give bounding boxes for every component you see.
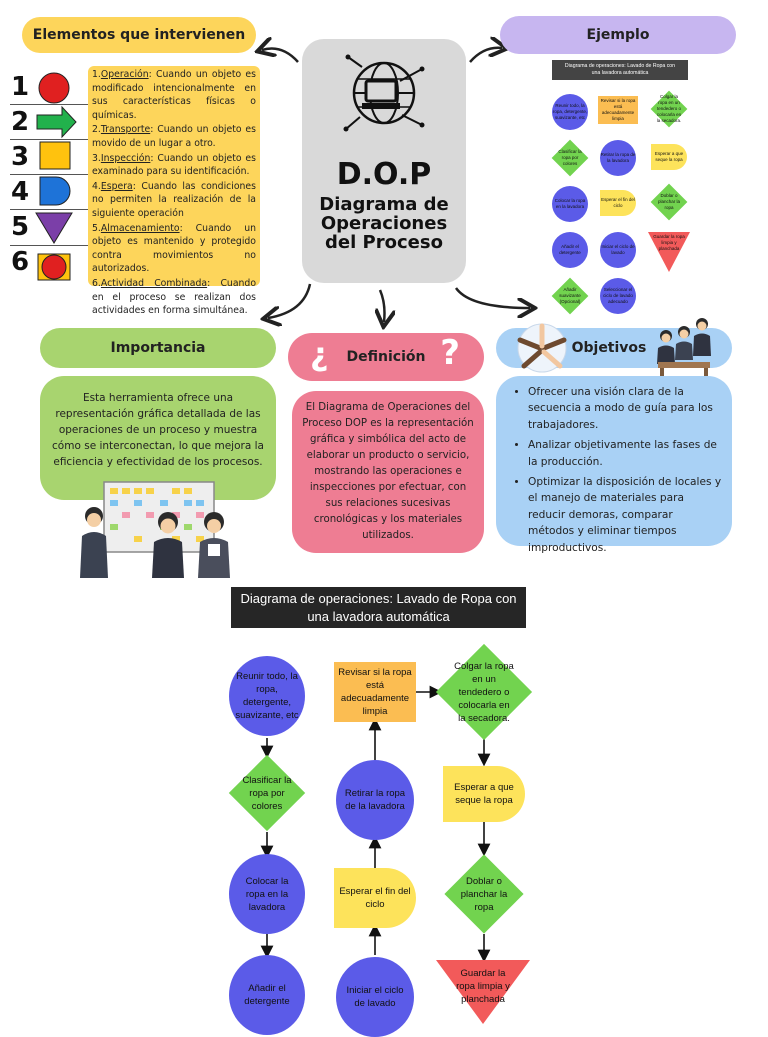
- mini-node-extra2: Seleccionar el ciclo de lavado adecuado: [600, 278, 636, 314]
- mini-node-7: Retirar la ropa de la lavadora: [600, 140, 636, 176]
- number-4: 4: [10, 177, 30, 207]
- definition-box: El Diagrama de Operaciones del Proceso D…: [292, 391, 484, 553]
- definition-title-pill: ¿ Definición ?: [288, 333, 484, 381]
- mini-node-2: Clasificar la ropa por colores: [551, 139, 589, 177]
- importance-title: Importancia: [40, 328, 276, 368]
- mini-node-5: Iniciar el ciclo de lavado: [600, 232, 636, 268]
- example-title: Ejemplo: [500, 16, 736, 54]
- operation-symbol-icon: [38, 72, 70, 104]
- diagram-node-1: Reunir todo, la ropa, detergente, suaviz…: [229, 656, 305, 736]
- center-abbr: D.O.P: [336, 157, 432, 192]
- elements-title: Elementos que intervienen: [22, 17, 256, 53]
- mini-node-10: Esperar a que seque la ropa: [651, 144, 687, 170]
- question-open-icon: ¿: [310, 335, 329, 373]
- business-people-icon: [657, 318, 711, 376]
- number-6: 6: [10, 247, 30, 277]
- mini-node-12: Guardar la ropa limpia y planchada: [653, 234, 685, 251]
- objectives-title: Objetivos: [571, 340, 647, 356]
- center-title-line-1: Diagrama de: [319, 194, 449, 215]
- diagram-node-12-triangle-icon: [436, 960, 530, 1024]
- diagram-node-12: Guardar la ropa limpia y planchada: [456, 967, 510, 1005]
- objective-item: Ofrecer una visión clara de la secuencia…: [528, 384, 722, 433]
- combined-circle-icon: [41, 254, 67, 280]
- mini-node-extra: Añadir suavizante (Opcional): [551, 277, 589, 315]
- hands-together-icon: [517, 323, 567, 373]
- number-2: 2: [10, 107, 30, 137]
- diagram-node-7: Retirar la ropa de la lavadora: [336, 760, 414, 840]
- delay-d-icon: [39, 176, 71, 206]
- importance-box: Esta herramienta ofrece una representaci…: [40, 376, 276, 500]
- mini-node-1: Reunir todo, la ropa, detergente, suaviz…: [552, 94, 588, 130]
- objectives-box: Ofrecer una visión clara de la secuencia…: [496, 376, 732, 554]
- mini-node-4: Añadir el detergente: [552, 232, 588, 268]
- element-3: 3.Inspección: Cuando un objeto es examin…: [92, 152, 256, 178]
- diagram-node-4: Añadir el detergente: [229, 955, 305, 1035]
- storage-triangle-icon: [35, 212, 73, 244]
- mini-node-11: Doblar o planchar la ropa: [650, 183, 688, 221]
- transport-arrow-icon: [36, 105, 77, 139]
- mini-node-3: Colocar la ropa en la lavadora: [552, 186, 588, 222]
- mini-node-8: Revisar si la ropa está adecuadamente li…: [598, 96, 638, 124]
- diagram-node-8: Revisar si la ropa está adecuadamente li…: [334, 662, 416, 722]
- diagram-node-10: Esperar a que seque la ropa: [443, 766, 525, 822]
- center-title-line-3: del Proceso: [325, 232, 443, 253]
- element-2: 2.Transporte: Cuando un objeto es movido…: [92, 124, 256, 149]
- number-1: 1: [10, 72, 30, 102]
- computer-circuit-icon: [343, 54, 425, 132]
- mini-title: Diagrama de operaciones: Lavado de Ropa …: [552, 60, 688, 80]
- mini-node-6: Esperar el fin del ciclo: [600, 190, 636, 216]
- diagram-node-11: Doblar o planchar la ropa: [444, 854, 524, 934]
- diagram-node-5: Iniciar el ciclo de lavado: [336, 957, 414, 1037]
- element-6: 6.Actividad Combinada: Cuando en el proc…: [92, 277, 257, 317]
- diagram-title: Diagrama de operaciones: Lavado de Ropa …: [231, 587, 526, 628]
- symbols-column: [35, 72, 77, 281]
- element-4: 4.Espera: Cuando las condiciones no perm…: [92, 180, 256, 219]
- diagram-arrows: [260, 685, 491, 963]
- mini-node-12-triangle-icon: [648, 232, 690, 272]
- connector-arrows: [0, 0, 768, 340]
- definition-title: Definición: [346, 349, 426, 365]
- team-board-illustration: [80, 481, 230, 578]
- number-3: 3: [10, 142, 30, 172]
- inspection-square-icon: [39, 141, 71, 170]
- example-mini-diagram: Diagrama de operaciones: Lavado de Ropa …: [548, 60, 692, 318]
- diagram-node-6: Esperar el fin del ciclo: [334, 868, 416, 928]
- objective-item: Optimizar la disposición de locales y el…: [528, 474, 722, 556]
- element-5: 5.Almacenamiento: Cuando un objeto es ma…: [92, 222, 256, 275]
- objective-item: Analizar objetivamente las fases de la p…: [528, 437, 722, 470]
- question-close-icon: ?: [440, 333, 460, 373]
- element-1: 1.Operación: Cuando un objeto es modific…: [92, 69, 256, 121]
- center-card: D.O.P Diagrama de Operaciones del Proces…: [302, 39, 466, 283]
- diagram-node-2: Clasificar la ropa por colores: [228, 754, 306, 832]
- mini-node-9: Colgar la ropa en un tendedero o colocar…: [650, 90, 688, 128]
- number-5: 5: [10, 212, 30, 242]
- center-title-line-2: Operaciones: [320, 213, 448, 234]
- objectives-list: Ofrecer una visión clara de la secuencia…: [510, 384, 722, 556]
- diagram-node-3: Colocar la ropa en la lavadora: [229, 854, 305, 934]
- elements-list: 1.Operación: Cuando un objeto es modific…: [88, 66, 260, 316]
- diagram-node-9: Colgar la ropa en un tendedero o colocar…: [435, 643, 533, 741]
